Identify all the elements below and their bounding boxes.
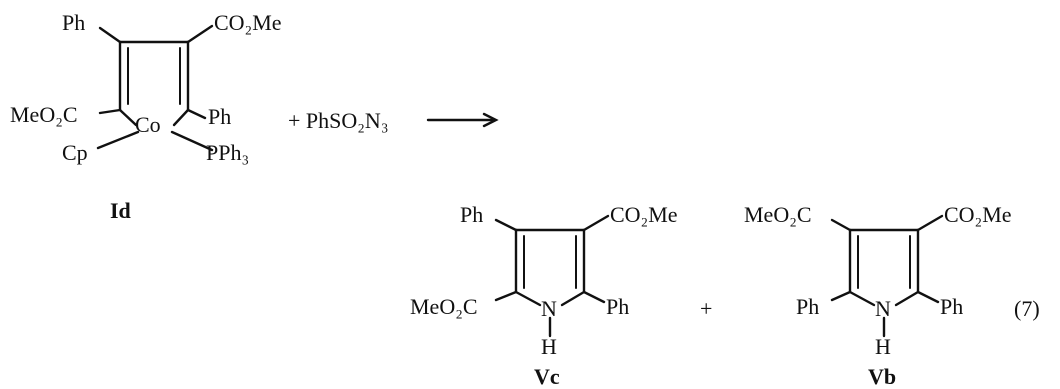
bond-ph-top — [494, 218, 518, 232]
group-ph-right: Ph — [940, 294, 963, 319]
atom-h: H — [541, 334, 557, 359]
group-meo2c-top: MeO₂C — [744, 202, 812, 227]
group-ph-left: Ph — [796, 294, 819, 319]
group-meo2c-left: MeO₂C — [10, 102, 78, 127]
ring-bond-c2-n — [848, 290, 876, 307]
plus-sign: + — [700, 296, 712, 321]
bond-co2me-top — [916, 214, 944, 232]
compound-label-id: Id — [110, 198, 131, 223]
bond-meo2c-left — [494, 290, 518, 302]
reaction-arrow — [426, 112, 499, 128]
bond-ph-right — [582, 290, 606, 304]
compound-label-vc: Vc — [534, 364, 560, 389]
bond-co-cp — [96, 130, 140, 150]
ring-bond-right-co — [172, 108, 190, 127]
reactant-id: Ph CO₂Me MeO₂C Co Ph Cp PPh₃ Id — [10, 10, 282, 223]
reagent-text: + PhSO₂N₃ — [288, 108, 389, 133]
group-co2me-top: CO₂Me — [610, 202, 678, 227]
group-co2me-top: CO₂Me — [944, 202, 1012, 227]
group-ph-right: Ph — [208, 104, 231, 129]
group-co2me-top: CO₂Me — [214, 10, 282, 35]
bond-co2me-top — [582, 214, 610, 232]
arrow-head — [482, 112, 499, 128]
ring-bond-c2-n — [514, 290, 542, 307]
compound-label-vb: Vb — [868, 364, 896, 389]
atom-n: N — [875, 296, 891, 321]
bond-ph-right — [186, 108, 207, 120]
group-ph-top: Ph — [460, 202, 483, 227]
bond-ph-right — [916, 290, 940, 304]
bond-ph-left — [830, 290, 852, 302]
bond-ph-top — [98, 26, 122, 44]
group-pph3: PPh₃ — [206, 140, 249, 165]
group-ph-top: Ph — [62, 10, 85, 35]
group-meo2c-left: MeO₂C — [410, 294, 478, 319]
equation-number: (7) — [1014, 296, 1040, 321]
ring-bond-left-co — [118, 108, 138, 127]
group-cp: Cp — [62, 140, 88, 165]
ring-bond-c5-n — [894, 290, 920, 307]
bond-meo2c-top — [830, 218, 852, 232]
product-vc: Ph CO₂Me MeO₂C N Ph H Vc — [410, 202, 678, 389]
bond-co2me-top — [186, 24, 214, 44]
product-vb: MeO₂C CO₂Me Ph N Ph H Vb — [744, 202, 1012, 389]
group-ph-right: Ph — [606, 294, 629, 319]
bond-co-pph3 — [170, 130, 214, 152]
bond-meo2c-left — [98, 108, 122, 115]
atom-h: H — [875, 334, 891, 359]
atom-co: Co — [135, 112, 161, 137]
ring-bond-c5-n — [560, 290, 586, 307]
atom-n: N — [541, 296, 557, 321]
